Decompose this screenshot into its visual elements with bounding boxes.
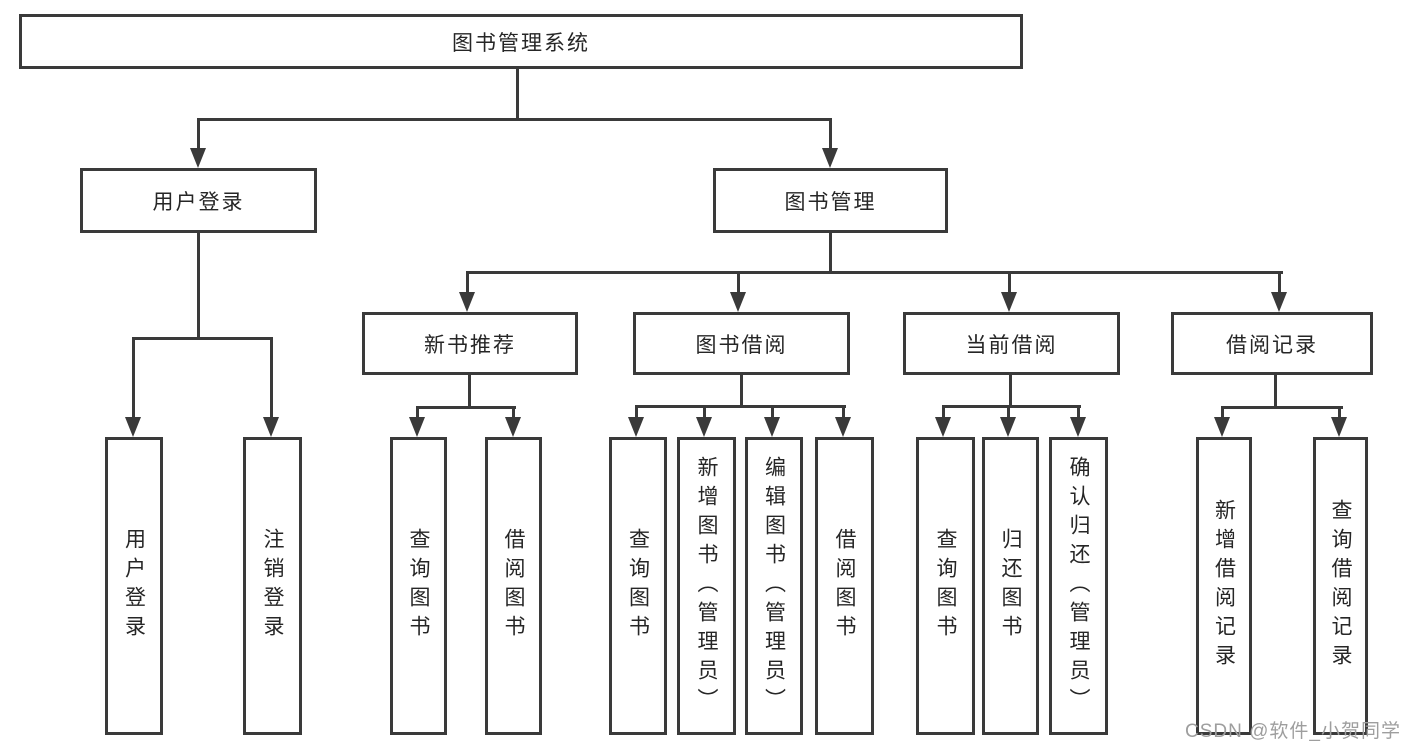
arrow-down-icon [1000, 417, 1016, 437]
connector-vline [468, 375, 471, 409]
connector-vline [516, 68, 519, 121]
connector-vline [737, 271, 740, 294]
connector-hline [635, 405, 846, 408]
node-current-borrowing: 当前借阅 [903, 312, 1120, 375]
arrow-down-icon [459, 292, 475, 312]
leaf-label: 查询图书 [407, 528, 430, 644]
connector-vline [512, 406, 515, 419]
leaf-query-book-current: 查询图书 [916, 437, 975, 735]
leaf-add-book-admin: 新增图书（管理员） [677, 437, 736, 735]
arrow-down-icon [628, 417, 644, 437]
connector-vline [842, 405, 845, 419]
arrow-down-icon [835, 417, 851, 437]
leaf-label: 借阅图书 [502, 528, 525, 644]
connector-vline [942, 405, 945, 419]
connector-vline [703, 405, 706, 419]
node-borrowing-records: 借阅记录 [1171, 312, 1373, 375]
arrow-down-icon [505, 417, 521, 437]
leaf-label: 新增图书（管理员） [695, 455, 718, 717]
connector-vline [1338, 406, 1341, 419]
csdn-watermark: CSDN @软件_小贺同学 [1185, 721, 1401, 742]
arrow-down-icon [935, 417, 951, 437]
arrow-down-icon [125, 417, 141, 437]
leaf-borrow-book-recommend: 借阅图书 [485, 437, 542, 735]
arrow-down-icon [409, 417, 425, 437]
connector-vline [416, 406, 419, 419]
connector-vline [1009, 375, 1012, 408]
connector-vline [635, 405, 638, 419]
connector-vline [466, 271, 469, 294]
arrow-down-icon [1331, 417, 1347, 437]
leaf-query-book-borrowing: 查询图书 [609, 437, 667, 735]
node-book-management: 图书管理 [713, 168, 948, 233]
connector-hline [132, 337, 273, 340]
leaf-label: 查询借阅记录 [1329, 499, 1352, 673]
leaf-label: 新增借阅记录 [1212, 499, 1236, 673]
connector-hline [198, 118, 832, 121]
connector-vline [197, 118, 200, 151]
connector-vline [829, 118, 832, 151]
connector-vline [1221, 406, 1224, 419]
leaf-query-borrow-record: 查询借阅记录 [1313, 437, 1368, 735]
connector-hline [466, 271, 1283, 274]
connector-hline [1221, 406, 1343, 409]
connector-hline [416, 406, 516, 409]
arrow-down-icon [730, 292, 746, 312]
arrow-down-icon [263, 417, 279, 437]
arrow-down-icon [190, 148, 206, 168]
connector-vline [1274, 375, 1277, 409]
leaf-label: 借阅图书 [833, 528, 856, 644]
leaf-label: 用户登录 [122, 528, 146, 644]
leaf-label: 查询图书 [934, 528, 957, 644]
connector-vline [197, 233, 200, 340]
connector-vline [270, 337, 273, 419]
node-new-book-recommendation: 新书推荐 [362, 312, 578, 375]
connector-vline [771, 405, 774, 419]
leaf-label: 归还图书 [999, 528, 1022, 644]
connector-vline [829, 233, 832, 274]
arrow-down-icon [1001, 292, 1017, 312]
leaf-confirm-return-admin: 确认归还（管理员） [1049, 437, 1108, 735]
connector-vline [740, 375, 743, 408]
arrow-down-icon [822, 148, 838, 168]
connector-vline [1008, 271, 1011, 294]
arrow-down-icon [1271, 292, 1287, 312]
leaf-label: 查询图书 [626, 528, 650, 644]
node-book-borrowing: 图书借阅 [633, 312, 850, 375]
arrow-down-icon [764, 417, 780, 437]
connector-vline [132, 337, 135, 419]
leaf-label: 注销登录 [261, 528, 284, 644]
node-user-login: 用户登录 [80, 168, 317, 233]
leaf-logout: 注销登录 [243, 437, 302, 735]
leaf-edit-book-admin: 编辑图书（管理员） [745, 437, 803, 735]
leaf-label: 确认归还（管理员） [1067, 455, 1090, 717]
connector-vline [1278, 271, 1281, 294]
leaf-query-book-recommend: 查询图书 [390, 437, 447, 735]
connector-hline [942, 405, 1081, 408]
leaf-label: 编辑图书（管理员） [762, 455, 786, 717]
leaf-return-book: 归还图书 [982, 437, 1039, 735]
arrow-down-icon [1214, 417, 1230, 437]
leaf-borrow-book: 借阅图书 [815, 437, 874, 735]
leaf-add-borrow-record: 新增借阅记录 [1196, 437, 1252, 735]
connector-vline [1077, 405, 1080, 419]
node-root: 图书管理系统 [19, 14, 1023, 69]
arrow-down-icon [1070, 417, 1086, 437]
arrow-down-icon [696, 417, 712, 437]
connector-vline [1007, 405, 1010, 419]
leaf-user-login: 用户登录 [105, 437, 163, 735]
